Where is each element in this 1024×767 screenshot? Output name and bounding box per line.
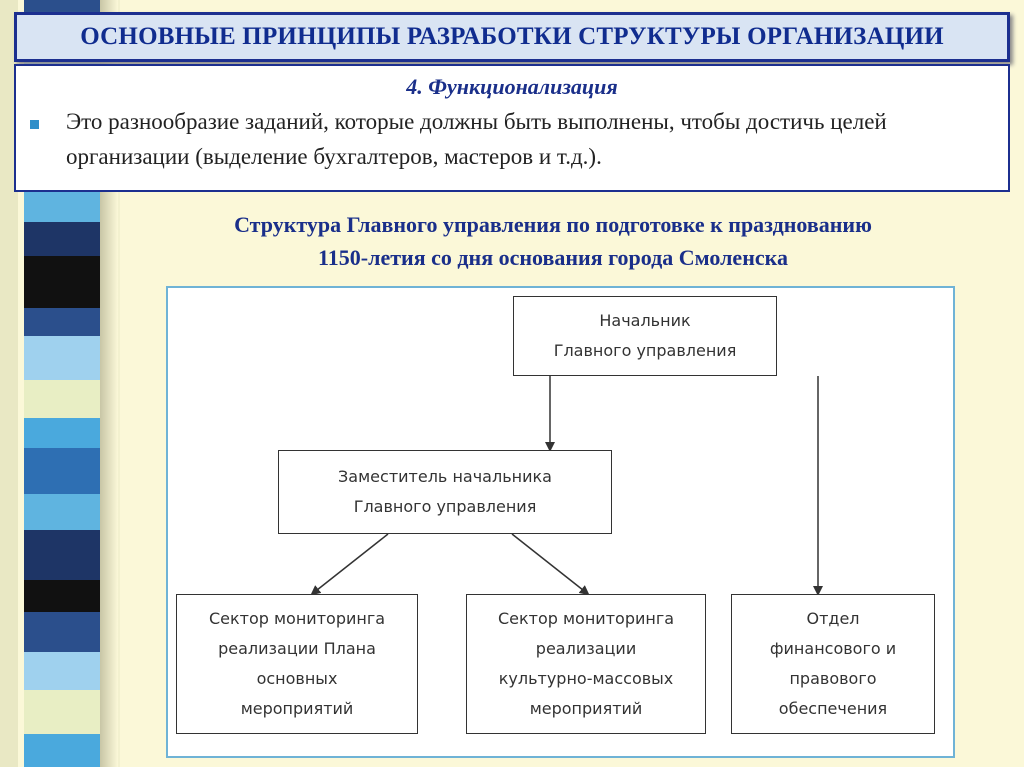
- stripe-band: [24, 612, 100, 652]
- principle-text: Это разнообразие заданий, которые должны…: [66, 109, 887, 169]
- diagram-caption-line2: 1150-летия со дня основания города Смоле…: [318, 245, 788, 270]
- stripe-band: [24, 336, 100, 380]
- node-finance-line: Отдел: [806, 609, 860, 628]
- diagram-caption-line1: Структура Главного управления по подгото…: [234, 212, 872, 237]
- node-head-line: Начальник: [599, 311, 691, 330]
- stripe-band: [24, 580, 100, 612]
- node-sector-culture: Сектор мониторинга реализации культурно-…: [466, 594, 706, 734]
- node-sector-culture-line: мероприятий: [529, 699, 643, 718]
- bullet-icon: [30, 120, 39, 129]
- principle-heading: 4. Функционализация: [406, 74, 618, 99]
- link-deputy-sector-plan: [310, 533, 389, 596]
- node-sector-plan-line: основных: [256, 669, 338, 688]
- stripe-band: [24, 530, 100, 580]
- stripe-band: [24, 494, 100, 530]
- stripe-band: [24, 256, 100, 308]
- org-chart: Начальник Главного управления Заместител…: [166, 286, 955, 758]
- link-deputy-sector-culture: [511, 533, 590, 596]
- node-deputy-line: Главного управления: [353, 497, 537, 516]
- node-head-line: Главного управления: [553, 341, 737, 360]
- definition-box: 4. Функционализация Это разнообразие зад…: [14, 64, 1010, 192]
- node-sector-plan: Сектор мониторинга реализации Плана осно…: [176, 594, 418, 734]
- stripe-band: [24, 690, 100, 734]
- stripe-band: [24, 652, 100, 690]
- slide-title-bar: ОСНОВНЫЕ ПРИНЦИПЫ РАЗРАБОТКИ СТРУКТУРЫ О…: [14, 12, 1010, 62]
- stripe-band: [24, 418, 100, 448]
- node-sector-plan-line: Сектор мониторинга: [208, 609, 386, 628]
- stripe-band: [24, 448, 100, 494]
- stripe-band: [24, 380, 100, 418]
- node-sector-plan-line: мероприятий: [240, 699, 354, 718]
- stripe-band: [24, 222, 100, 256]
- stripe-band: [24, 308, 100, 336]
- node-sector-plan-line: реализации Плана: [218, 639, 376, 658]
- node-finance-line: финансового и: [769, 639, 897, 658]
- node-deputy: Заместитель начальника Главного управлен…: [278, 450, 612, 534]
- node-finance-line: правового: [789, 669, 877, 688]
- node-sector-culture-line: культурно-массовых: [498, 669, 674, 688]
- stripe-band: [24, 734, 100, 767]
- node-head: Начальник Главного управления: [513, 296, 777, 376]
- org-chart-connectors: [310, 376, 823, 596]
- node-finance: Отдел финансового и правового обеспечени…: [731, 594, 935, 734]
- diagram-caption: Структура Главного управления по подгото…: [130, 208, 976, 274]
- node-sector-culture-line: реализации: [535, 639, 637, 658]
- slide-title: ОСНОВНЫЕ ПРИНЦИПЫ РАЗРАБОТКИ СТРУКТУРЫ О…: [80, 23, 944, 50]
- node-sector-culture-line: Сектор мониторинга: [497, 609, 675, 628]
- node-finance-line: обеспечения: [778, 699, 888, 718]
- node-deputy-line: Заместитель начальника: [338, 467, 552, 486]
